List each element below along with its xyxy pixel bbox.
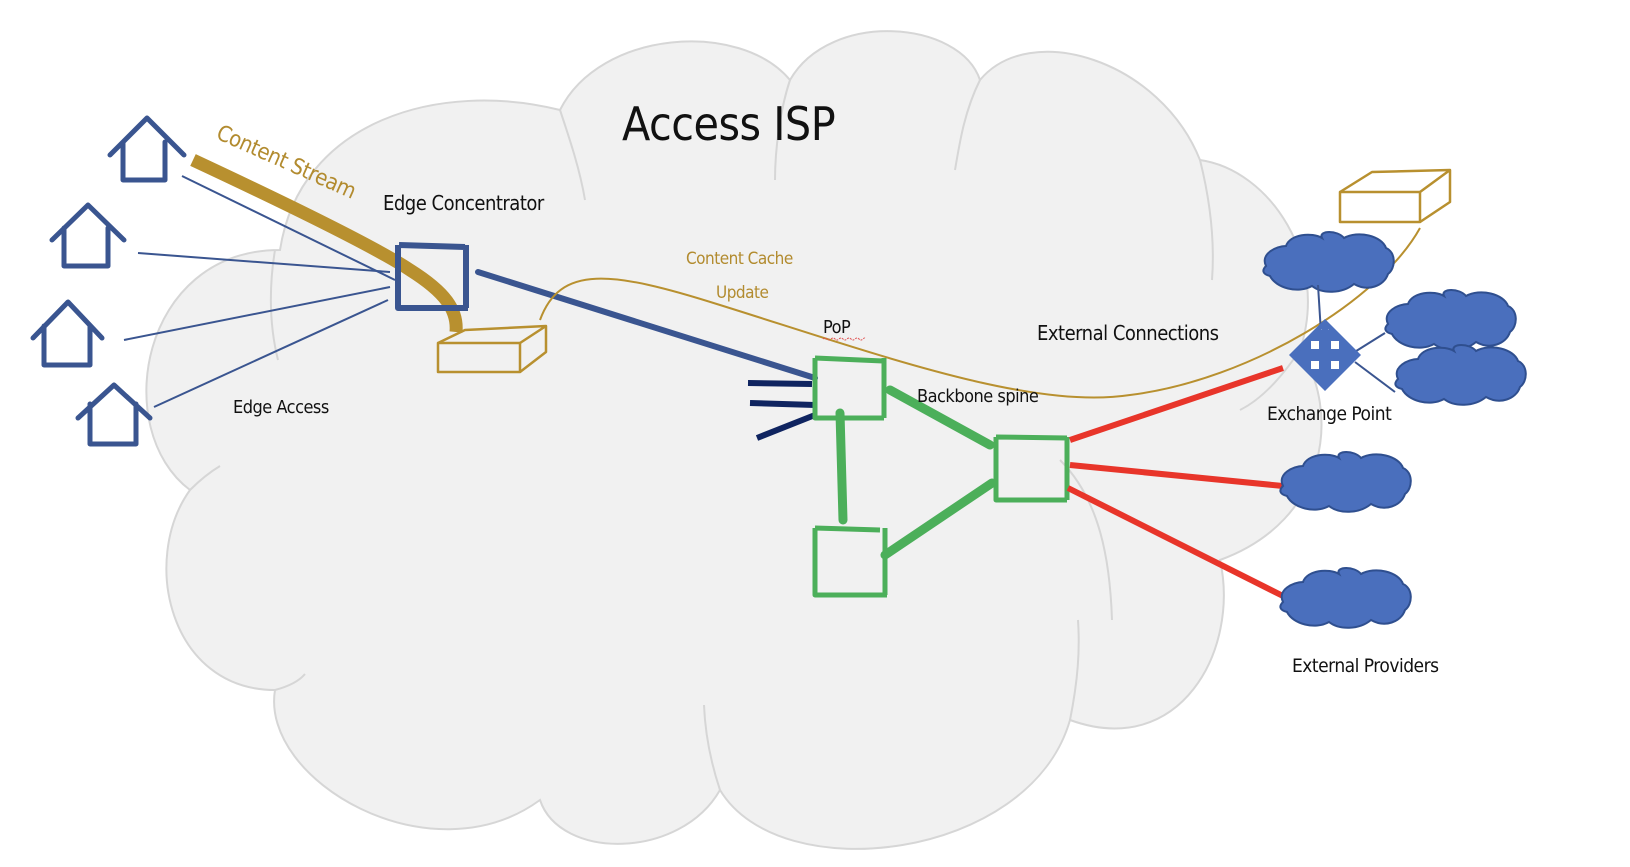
pop-label: PoP	[823, 317, 851, 338]
external-connections-label: External Connections	[1037, 321, 1219, 345]
backbone-spine-links	[835, 385, 997, 560]
isp-cloud	[145, 30, 1323, 850]
edge-content-cache	[436, 324, 548, 374]
edge-concentrator	[395, 242, 469, 311]
external-provider-cloud	[1279, 567, 1412, 629]
backbone-spine-label: Backbone spine	[917, 386, 1039, 407]
external-content-cache	[1338, 168, 1452, 224]
home-icon	[107, 115, 187, 183]
content-cache-update-label-1: Content Cache	[686, 249, 793, 269]
home-icon	[30, 299, 105, 368]
edge-access-label: Edge Access	[233, 397, 329, 418]
home-icon	[75, 382, 153, 447]
exchange-peer-cloud	[1394, 344, 1527, 406]
diagram-title: Access ISP	[622, 97, 835, 151]
spellcheck-underline	[822, 337, 866, 341]
exchange-point-icon	[1289, 319, 1361, 391]
external-provider-cloud	[1279, 451, 1412, 513]
content-cache-update-label-2: Update	[716, 283, 768, 303]
concentrator-to-pop-link	[475, 269, 818, 381]
pop-router	[812, 355, 887, 421]
content-cache-update-link	[539, 227, 1421, 399]
backbone-router-bottom	[812, 525, 888, 598]
external-providers-label: External Providers	[1292, 655, 1439, 677]
exchange-peer-cloud	[1262, 231, 1395, 293]
exchange-point-label: Exchange Point	[1267, 403, 1392, 425]
home-icon	[49, 202, 127, 269]
exchange-peer-cloud	[1384, 289, 1517, 351]
edge-concentrator-label: Edge Concentrator	[383, 191, 545, 215]
edge-access-links	[123, 175, 396, 408]
pop-feed-links	[747, 380, 817, 441]
external-links	[1066, 365, 1285, 599]
backbone-router-right	[993, 434, 1070, 503]
